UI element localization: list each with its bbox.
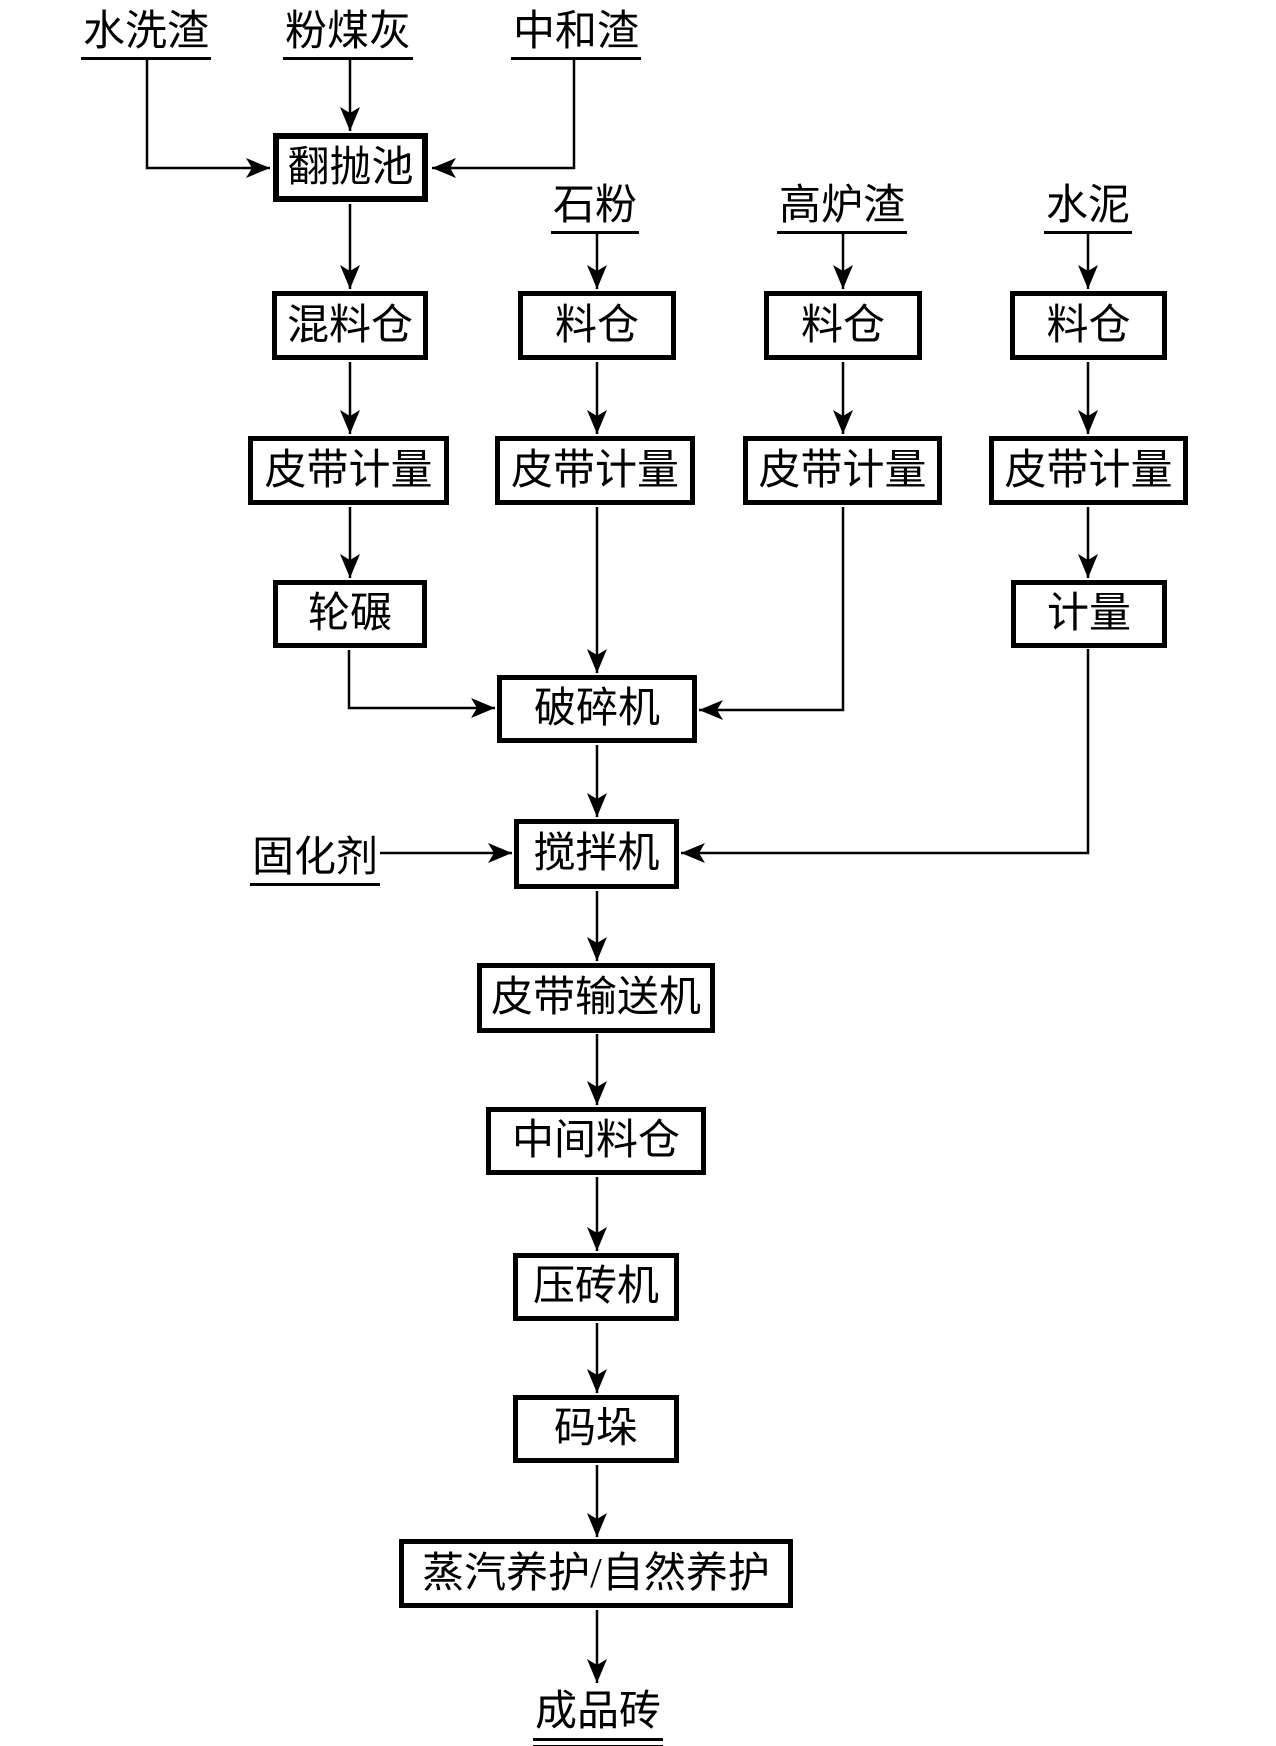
- node-cement-bin: 料仓: [1010, 291, 1167, 360]
- node-crusher: 破碎机: [497, 675, 697, 743]
- node-mixer: 搅拌机: [514, 819, 679, 889]
- label-water-washed-slag: 水洗渣: [81, 10, 212, 60]
- label-blast-furnace-slag: 高炉渣: [777, 184, 908, 234]
- label-finished-brick: 成品砖: [533, 1690, 664, 1746]
- label-cement: 水泥: [1044, 184, 1133, 234]
- label-fly-ash: 粉煤灰: [283, 10, 414, 60]
- arrow-metering-to-mixer: [681, 649, 1090, 863]
- node-belt-metering-stone: 皮带计量: [495, 436, 695, 505]
- node-wheel-mill: 轮碾: [273, 580, 427, 648]
- arrow-wheel-mill-to-crusher: [347, 650, 495, 718]
- node-turning-pool: 翻抛池: [273, 133, 428, 202]
- arrow-water-slag-to-pool: [145, 60, 270, 178]
- node-curing: 蒸汽养护/自然养护: [399, 1539, 793, 1608]
- node-metering: 计量: [1011, 580, 1167, 648]
- node-belt-metering-bfs: 皮带计量: [743, 436, 942, 505]
- arrow-neutral-slag-to-pool: [432, 60, 576, 178]
- node-palletizing: 码垛: [513, 1395, 679, 1463]
- node-belt-metering-mix: 皮带计量: [248, 436, 449, 505]
- label-curing-agent: 固化剂: [250, 836, 381, 886]
- node-mixing-bin: 混料仓: [272, 291, 428, 360]
- label-neutralized-slag: 中和渣: [511, 10, 642, 60]
- arrow-bfs-beltm-to-crusher: [699, 507, 845, 720]
- node-belt-metering-cement: 皮带计量: [989, 436, 1188, 505]
- node-blast-furnace-slag-bin: 料仓: [764, 291, 922, 360]
- node-intermediate-bin: 中间料仓: [486, 1107, 706, 1175]
- node-brick-press: 压砖机: [513, 1253, 679, 1321]
- label-stone-powder: 石粉: [551, 184, 640, 234]
- node-belt-conveyor: 皮带输送机: [477, 963, 715, 1033]
- node-stone-powder-bin: 料仓: [518, 291, 676, 360]
